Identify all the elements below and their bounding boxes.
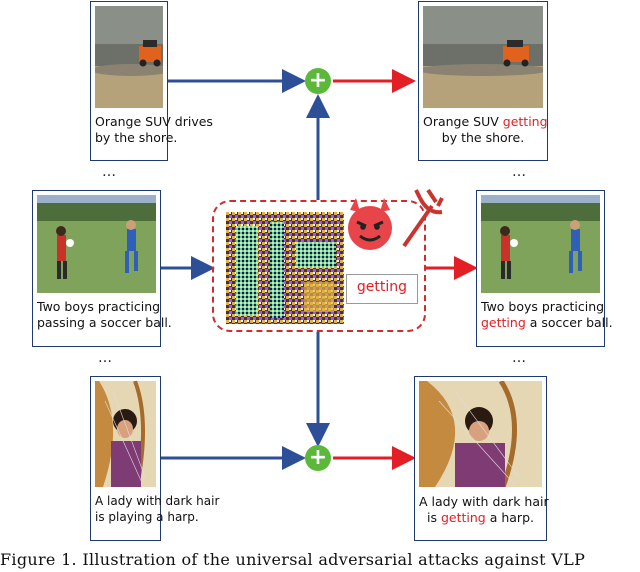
caption-line: is playing a harp. <box>95 510 199 524</box>
ellipsis: … <box>512 164 527 180</box>
trigger-word: getting <box>356 279 408 295</box>
caption-text: a soccer ball. <box>525 315 613 330</box>
caption-line: Orange SUV getting <box>423 114 548 129</box>
caption-line: Orange SUV drives <box>95 114 213 129</box>
clean-card-suv: Orange SUV drives by the shore. <box>90 1 213 161</box>
caption-text: a harp. <box>485 510 534 525</box>
plus-node-top: + <box>305 68 331 94</box>
adversarial-word: getting <box>502 114 548 129</box>
adversarial-card-suv: Orange SUV getting by the shore. <box>418 1 548 161</box>
ellipsis: … <box>98 350 113 366</box>
caption-line: passing a soccer ball. <box>37 315 172 330</box>
devil-emoji-icon <box>344 194 396 254</box>
suv-beach-adv-photo <box>423 6 543 108</box>
adversarial-word: getting <box>481 315 526 330</box>
caption-line: A lady with dark hair <box>419 494 549 509</box>
soccer-adv-photo <box>481 195 600 293</box>
figure-caption: Figure 1. Illustration of the universal … <box>0 550 586 569</box>
adversarial-card-harp: A lady with dark hair is getting a harp. <box>414 376 549 541</box>
caption-text: is <box>427 510 441 525</box>
caption-line: Two boys practicing <box>481 299 605 314</box>
ellipsis: … <box>102 164 117 180</box>
plus-node-bottom: + <box>305 445 331 471</box>
caption-text: Orange SUV <box>423 114 503 129</box>
harp-adv-photo <box>419 381 542 487</box>
trident-icon <box>398 184 450 250</box>
trigger-word-tag: getting <box>346 274 418 304</box>
suv-beach-photo <box>95 6 163 108</box>
universal-perturbation-noise <box>226 212 344 324</box>
caption-line: A lady with dark hair <box>95 494 220 508</box>
ellipsis: … <box>512 350 527 366</box>
harp-photo <box>95 381 156 487</box>
caption-line: by the shore. <box>95 130 178 145</box>
caption-line: by the shore. <box>441 130 525 145</box>
clean-card-soccer: Two boys practicing passing a soccer bal… <box>32 190 172 347</box>
caption-line: Two boys practicing <box>37 299 161 314</box>
adversarial-card-soccer: Two boys practicing getting a soccer bal… <box>476 190 613 347</box>
adversarial-perturbation-box <box>212 200 426 332</box>
clean-card-harp: A lady with dark hair is playing a harp. <box>90 376 220 541</box>
caption-line: getting a soccer ball. <box>481 315 613 330</box>
caption-line: is getting a harp. <box>419 510 542 525</box>
adversarial-word: getting <box>440 510 486 525</box>
soccer-photo <box>37 195 156 293</box>
